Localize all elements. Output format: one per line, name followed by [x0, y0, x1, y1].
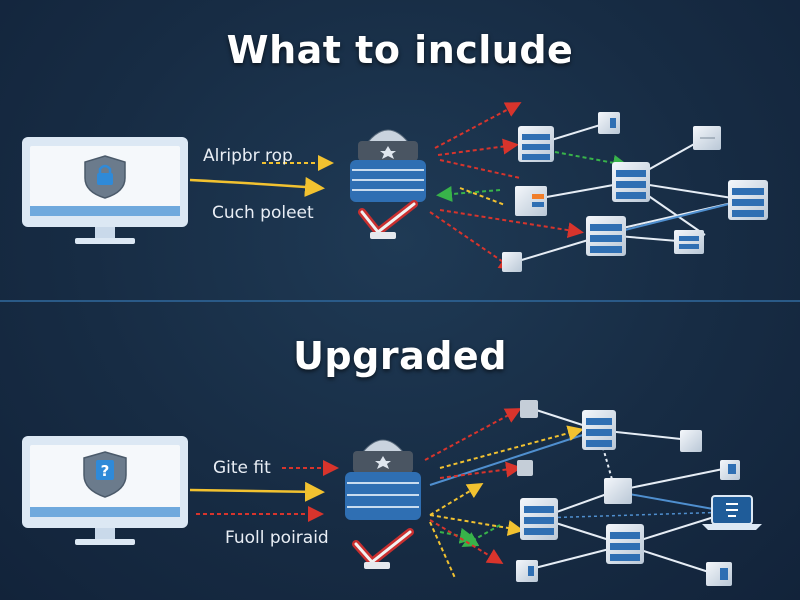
- server-node-1: [518, 126, 554, 162]
- server-node-4: [612, 162, 650, 202]
- server-node-5: [515, 186, 547, 216]
- server-node-6: [728, 180, 768, 220]
- label-bottom-1: Gite fit: [213, 458, 271, 478]
- server-node-8: [674, 230, 704, 254]
- panel-what-to-include: What to include: [22, 28, 768, 272]
- server-node-5: [720, 460, 740, 480]
- check-mark-icon: [352, 528, 414, 569]
- label-top-2: Cuch poleet: [212, 203, 314, 223]
- database-server-icon: [345, 439, 421, 520]
- diagram-top: [22, 102, 768, 272]
- server-node-7: [520, 498, 558, 540]
- label-top-1: Alripbr rop: [203, 146, 293, 166]
- monitor-to-server-arrows: [189, 155, 334, 197]
- question-shield-icon: ?: [83, 451, 127, 498]
- laptop-icon: [702, 495, 762, 530]
- server-node-3: [693, 126, 721, 150]
- section-divider: [0, 300, 800, 302]
- server-node-1: [520, 400, 538, 418]
- monitor-to-server-arrows: [189, 460, 339, 522]
- server-node-8: [606, 524, 644, 564]
- panel-title-bottom: Upgraded: [293, 334, 507, 378]
- label-bottom-2: Fuoll poiraid: [225, 528, 329, 548]
- svg-text:?: ?: [101, 462, 110, 480]
- server-node-3: [680, 430, 702, 452]
- server-node-10: [706, 562, 732, 586]
- server-node-9: [516, 560, 538, 582]
- diagram-bottom: ?: [22, 400, 762, 586]
- server-node-7: [586, 216, 626, 256]
- server-node-2: [582, 410, 616, 450]
- panel-title-top: What to include: [226, 28, 574, 72]
- database-server-icon: [350, 129, 426, 202]
- server-node-2: [598, 112, 620, 134]
- dataflow-arrows-top: [429, 102, 629, 271]
- server-node-9: [502, 252, 522, 272]
- panel-upgraded: Upgraded ?: [0, 300, 800, 600]
- server-node-6: [604, 478, 632, 504]
- lock-shield-icon: [84, 155, 126, 199]
- server-node-4: [517, 460, 533, 476]
- dataflow-arrows-bottom: [424, 408, 584, 579]
- check-mark-icon: [358, 200, 418, 239]
